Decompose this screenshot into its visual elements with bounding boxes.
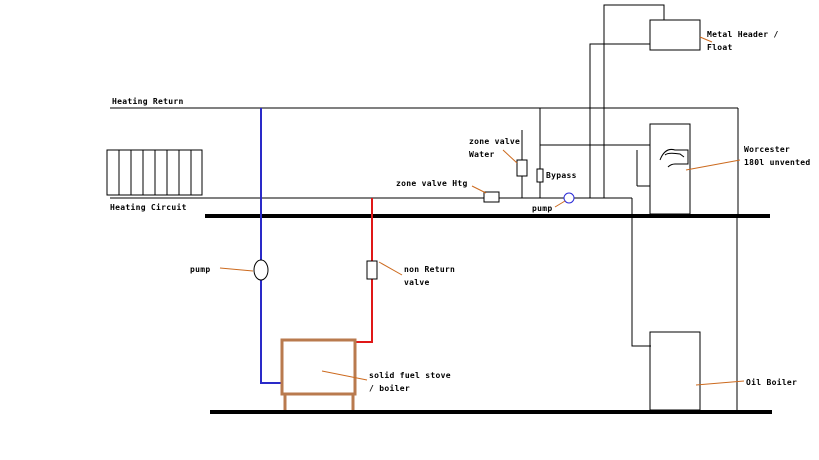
oil-boiler-label: Oil Boiler [746,377,797,387]
pump-upper[interactable] [563,192,575,204]
worcester-label-line2: 180l unvented [744,158,811,167]
non-return-leader [378,261,403,276]
header-expansion-pipe [589,43,650,198]
pump-left-label: pump [190,265,210,274]
heating-return-label: Heating Return [112,96,184,106]
pump-left[interactable] [253,259,269,281]
radiator [106,149,203,196]
red-flow-pipe [355,198,373,343]
metal-header-label-line1: Metal Header / [707,30,779,39]
non-return-valve[interactable] [366,260,378,280]
zone-valve-htg-label: zone valve Htg [396,179,468,188]
pump-upper-label: pump [532,204,552,213]
pump-upper-leader [554,200,566,208]
pump-left-leader [219,267,254,272]
bypass-valve[interactable] [536,168,544,183]
upper-floor-line [205,214,770,218]
oil-boiler-leader [695,380,745,386]
solid-fuel-label-line1: solid fuel stove [369,370,451,380]
metal-header-leader [699,36,713,43]
worcester-coil-inner [664,152,685,158]
blue-return-pipe [260,108,282,384]
worcester-label-line1: Worcester [744,145,790,154]
zone-valve-water-label-line2: Water [469,150,495,159]
oil-boiler-flow-pipe [631,198,651,347]
worcester-leader [685,159,741,171]
zone-water-leader [502,149,518,164]
header-feed-pipe [603,4,665,198]
non-return-label-line1: non Return [404,265,455,274]
zone-valve-water-label-line1: zone valve [469,137,520,146]
worcester-coil [659,149,689,168]
metal-header-label-line2: Float [707,43,733,52]
solid-fuel-stove [280,338,357,396]
bypass-label: Bypass [546,171,577,180]
zone-htg-leader [471,185,487,194]
oil-boiler [649,331,701,411]
stove-leader [321,370,368,381]
zone-valve-htg[interactable] [483,191,500,203]
heating-circuit-label: Heating Circuit [110,202,187,212]
metal-header-tank [649,19,701,51]
worcester-cylinder [649,123,691,215]
non-return-label-line2: valve [404,278,430,287]
zone-valve-water[interactable] [516,159,528,177]
lower-floor-line [210,410,772,414]
solid-fuel-label-line2: / boiler [369,383,410,393]
